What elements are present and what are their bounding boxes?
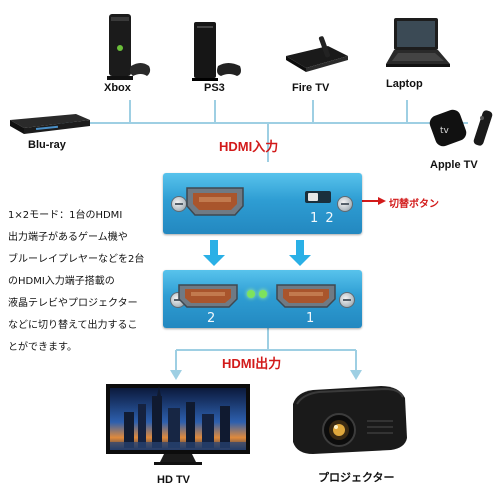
hdmi-output-port-1-icon [276,284,336,308]
description-line: ブルーレイプレヤーなどを2台 [8,254,145,265]
mode-description: 1×2モード：1台のHDMI 出力端子があるゲーム機や ブルーレイプレヤーなどを… [8,205,158,359]
projector-icon [293,386,407,454]
output-label-projector: プロジェクター [318,472,395,484]
port-number-2: 2 [207,311,216,326]
switch-position-labels: 1 2 [310,211,334,226]
description-line: 液晶テレビやプロジェクター [8,298,138,309]
port-number-1: 1 [306,311,315,326]
description-line: とができます。 [8,342,77,353]
laptop-icon [386,18,450,67]
switch-button-label: 切替ボタン [389,199,439,210]
device-label-laptop: Laptop [386,78,423,90]
description-line: のHDMI入力端子搭載の [8,276,115,287]
blu-ray-player-icon [10,114,90,134]
description-line: 出力端子があるゲーム機や [8,232,128,243]
screw-icon [339,292,355,308]
xbox-console-icon [107,14,151,80]
device-label-appletv: Apple TV [430,159,478,171]
hdmi-input-port-icon [186,187,244,216]
switch-output-panel: 2 1 [163,270,362,328]
led-indicator-icon [247,290,255,298]
output-label-hdtv: HD TV [157,474,190,486]
switch-input-panel: 1 2 [163,173,362,234]
ps3-console-icon [192,22,241,81]
hdmi-input-label: HDMI入力 [219,139,279,154]
toggle-switch-icon[interactable] [305,191,331,203]
device-label-firetv: Fire TV [292,82,330,94]
device-label-bluray: Blu-ray [28,139,66,151]
hd-tv-icon [106,384,250,465]
svg-text:tv: tv [440,126,450,136]
fire-tv-icon [286,36,348,72]
hdmi-output-port-2-icon [178,284,238,308]
screw-icon [337,196,353,212]
led-indicator-icon [259,290,267,298]
description-line: 1×2モード：1台のHDMI [8,210,123,221]
device-label-xbox: Xbox [104,82,131,94]
apple-tv-icon: tv [429,109,493,147]
description-line: などに切り替えて出力するこ [8,320,138,331]
hdmi-output-label: HDMI出力 [222,356,282,371]
device-label-ps3: PS3 [204,82,225,94]
